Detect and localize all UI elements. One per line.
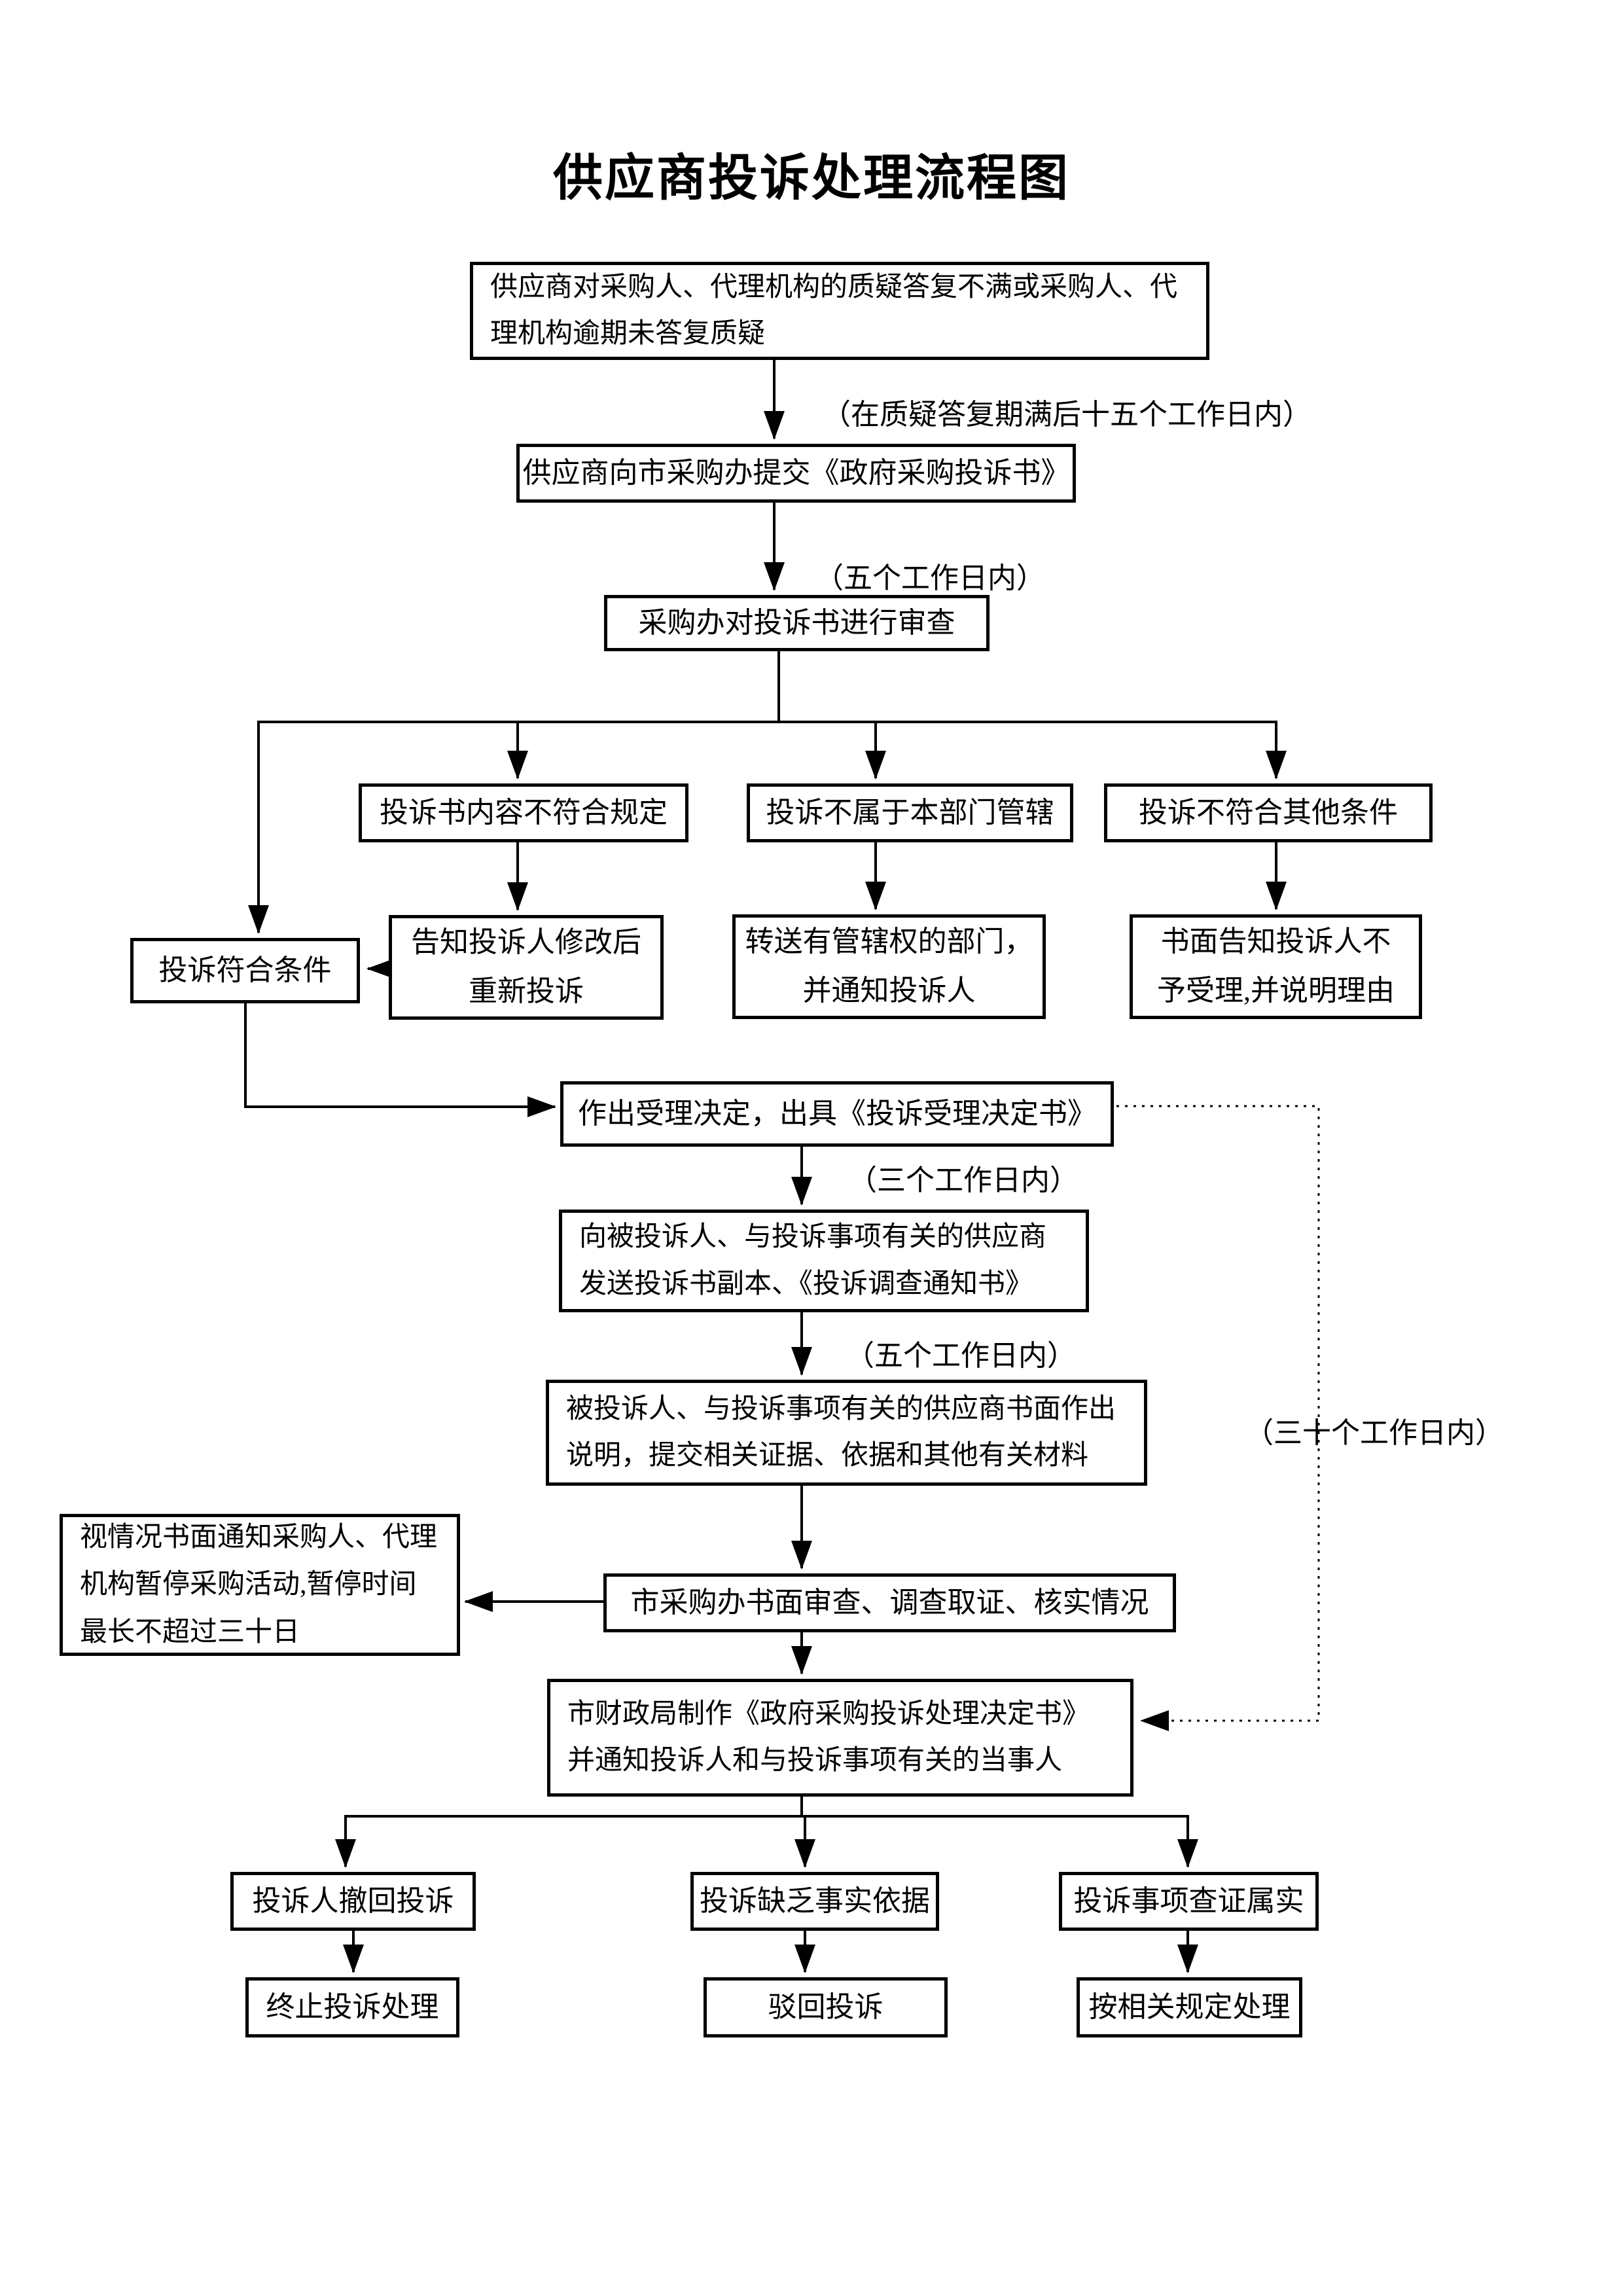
node-written-rejection: 书面告知投诉人不 予受理,并说明理由: [1130, 914, 1422, 1019]
annotation-five-working-days-2: （五个工作日内）: [846, 1340, 1076, 1372]
annotation-thirty-working-days: （三十个工作日内）: [1245, 1417, 1504, 1449]
node-not-jurisdiction: 投诉不属于本部门管辖: [747, 783, 1073, 842]
node-submit-complaint: 供应商向市采购办提交《政府采购投诉书》: [516, 444, 1076, 503]
node-terminate-handling: 终止投诉处理: [245, 1977, 459, 2037]
node-suspend-procurement: 视情况书面通知采购人、代理 机构暂停采购活动,暂停时间 最长不超过三十日: [60, 1514, 460, 1656]
node-handle-per-rules: 按相关规定处理: [1077, 1977, 1302, 2037]
annotation-five-working-days-1: （五个工作日内）: [815, 562, 1045, 594]
node-meets-conditions: 投诉符合条件: [130, 938, 360, 1003]
page-title: 供应商投诉处理流程图: [553, 151, 1070, 206]
node-verified-true: 投诉事项查证属实: [1059, 1872, 1319, 1931]
node-notify-revise: 告知投诉人修改后 重新投诉: [389, 915, 664, 1020]
node-invalid-content: 投诉书内容不符合规定: [359, 783, 688, 842]
node-final-decision: 市财政局制作《政府采购投诉处理决定书》 并通知投诉人和与投诉事项有关的当事人: [547, 1679, 1133, 1797]
arrow-meets-to-accept: [244, 1003, 556, 1117]
node-review-complaint: 采购办对投诉书进行审查: [604, 595, 990, 651]
node-acceptance-decision: 作出受理决定，出具《投诉受理决定书》: [560, 1081, 1114, 1147]
annotation-fifteen-working-days: （在质疑答复期满后十五个工作日内）: [822, 399, 1311, 431]
node-withdraw-complaint: 投诉人撤回投诉: [230, 1872, 476, 1931]
node-respondent-statement: 被投诉人、与投诉事项有关的供应商书面作出 说明，提交相关证据、依据和其他有关材料: [546, 1380, 1147, 1486]
node-send-copies: 向被投诉人、与投诉事项有关的供应商 发送投诉书副本、《投诉调查通知书》: [559, 1210, 1089, 1312]
node-other-condition-fail: 投诉不符合其他条件: [1104, 783, 1433, 842]
node-dismiss-complaint: 驳回投诉: [704, 1977, 948, 2037]
node-start-condition: 供应商对采购人、代理机构的质疑答复不满或采购人、代 理机构逾期未答复质疑: [470, 262, 1209, 360]
node-lacks-factual-basis: 投诉缺乏事实依据: [690, 1872, 939, 1931]
annotation-three-working-days: （三个工作日内）: [848, 1164, 1079, 1196]
node-investigation: 市采购办书面审查、调查取证、核实情况: [603, 1573, 1176, 1632]
node-transfer-department: 转送有管辖权的部门， 并通知投诉人: [732, 914, 1046, 1019]
